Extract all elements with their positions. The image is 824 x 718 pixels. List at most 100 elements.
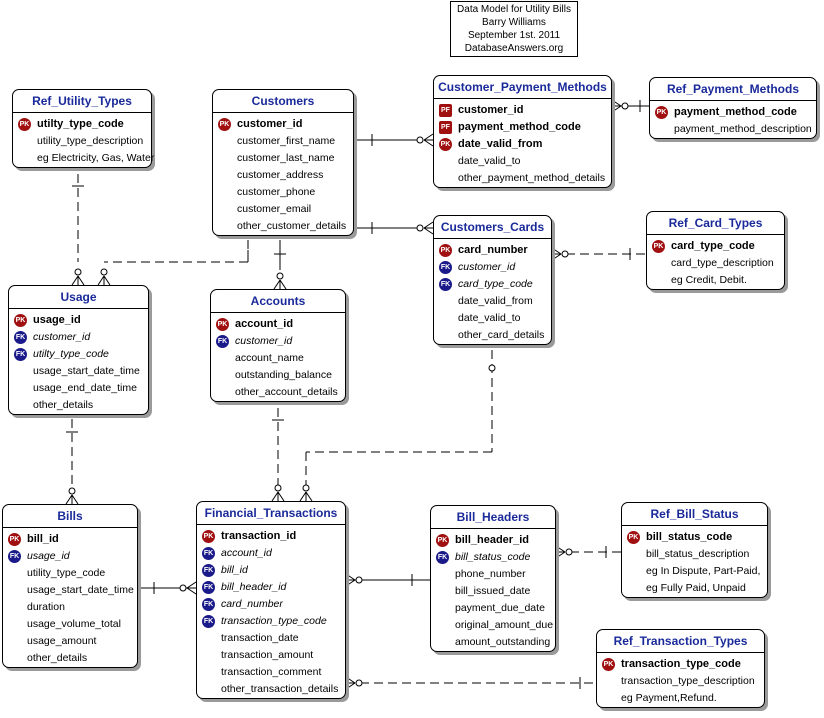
- attribute-row: duration: [3, 599, 137, 616]
- entity-name: Ref_Transaction_Types: [597, 630, 764, 653]
- attribute-row: FK utilty_type_code: [9, 346, 148, 363]
- fk-key-icon: FK: [202, 615, 215, 628]
- entity-name: Customer_Payment_Methods: [434, 76, 611, 99]
- attribute-name: customer_id: [237, 118, 303, 130]
- fk-key-icon: FK: [436, 551, 449, 564]
- attribute-row: customer_phone: [213, 184, 353, 201]
- fk-key-icon: FK: [202, 598, 215, 611]
- optional-marker: [68, 487, 76, 495]
- crow-foot: [71, 494, 79, 505]
- attribute-name: original_amount_due: [455, 619, 554, 631]
- attribute-name: bill_issued_date: [455, 585, 531, 597]
- fk-key-icon: FK: [202, 547, 215, 560]
- attribute-name: other_account_details: [235, 386, 338, 398]
- pk-key-icon: PK: [216, 318, 229, 331]
- attribute-name: utility_type_code: [27, 567, 106, 579]
- attribute-row: transaction_date: [197, 630, 345, 647]
- crow-foot: [71, 275, 79, 286]
- attribute-row: bill_issued_date: [431, 583, 555, 600]
- attribute-row: utility_type_code: [3, 565, 137, 582]
- fk-key-icon: FK: [439, 261, 452, 274]
- attribute-row: other_card_details: [434, 327, 551, 344]
- crow-foot: [555, 551, 566, 559]
- attribute-row: eg Electricity, Gas, Water: [13, 150, 155, 167]
- attribute-row: transaction_comment: [197, 664, 345, 681]
- pk-key-icon: PK: [602, 658, 615, 671]
- fk-key-icon: FK: [216, 335, 229, 348]
- optional-marker: [274, 484, 282, 492]
- fk-key-icon: FK: [14, 348, 27, 361]
- fk-key-icon: FK: [8, 550, 21, 563]
- fk-key-icon: FK: [202, 581, 215, 594]
- entity-name: Usage: [9, 286, 148, 309]
- attribute-row: outstanding_balance: [211, 367, 345, 384]
- attribute-row: PK account_id: [211, 316, 345, 333]
- optional-marker: [561, 250, 569, 258]
- attribute-row: customer_email: [213, 201, 353, 218]
- attribute-row: original_amount_due: [431, 617, 555, 634]
- entity-name: Customers: [213, 90, 353, 113]
- attribute-name: account_id: [235, 318, 294, 330]
- crow-foot: [423, 227, 434, 235]
- optional-marker: [302, 484, 310, 492]
- attribute-row: date_valid_to: [434, 310, 551, 327]
- attribute-name: transaction_type_code: [621, 658, 741, 670]
- author-line: Barry Williams: [482, 17, 546, 28]
- optional-marker: [355, 679, 363, 687]
- attribute-name: bill_status_code: [646, 531, 733, 543]
- attribute-row: usage_start_date_time: [3, 582, 137, 599]
- crow-foot: [555, 545, 566, 553]
- attribute-name: eg Credit, Debit.: [671, 274, 747, 286]
- entity-name: Accounts: [211, 290, 345, 313]
- attribute-name: transaction_date: [221, 632, 299, 644]
- attribute-row: other_details: [9, 397, 148, 414]
- attribute-row: other_details: [3, 650, 137, 667]
- attribute-name: utilty_type_code: [33, 348, 109, 360]
- crow-foot: [279, 279, 287, 290]
- attribute-row: transaction_type_description: [597, 673, 764, 690]
- attribute-name: account_name: [235, 352, 304, 364]
- attribute-row: usage_amount: [3, 633, 137, 650]
- attribute-name: other_details: [27, 652, 88, 664]
- attribute-row: account_name: [211, 350, 345, 367]
- optional-marker: [621, 102, 629, 110]
- attribute-name: usage_end_date_time: [33, 382, 137, 394]
- attribute-name: customer_id: [458, 104, 524, 116]
- attribute-name: eg Fully Paid, Unpaid: [646, 582, 746, 594]
- attribute-name: customer_address: [237, 169, 324, 181]
- crow-foot: [345, 676, 356, 684]
- attribute-name: eg Electricity, Gas, Water: [37, 152, 155, 164]
- crow-foot: [97, 275, 105, 286]
- attribute-name: date_valid_from: [458, 138, 543, 150]
- attribute-row: customer_address: [213, 167, 353, 184]
- attribute-name: payment_method_code: [674, 106, 797, 118]
- pk-key-icon: PK: [8, 533, 21, 546]
- pk-key-icon: PK: [439, 244, 452, 257]
- crow-foot: [305, 491, 313, 502]
- attribute-row: customer_last_name: [213, 150, 353, 167]
- crow-foot: [551, 253, 562, 261]
- attribute-row: amount_outstanding: [431, 634, 555, 651]
